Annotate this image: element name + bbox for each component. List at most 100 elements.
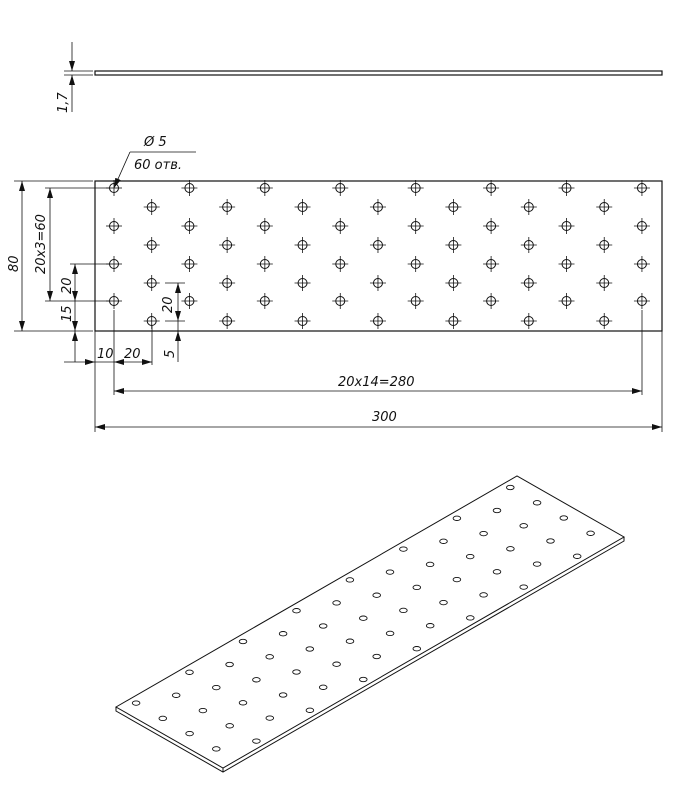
hole [294,275,311,291]
hole [181,218,198,234]
hole [445,199,462,215]
stagger-pitch-label: 20 [161,296,176,313]
iso-hole [492,569,502,575]
plate-outline [94,180,663,332]
iso-plate-edge [115,537,625,773]
hole [407,218,424,234]
hole-count-label: 60 отв. [134,158,182,173]
iso-hole [385,630,395,637]
iso-hole [318,684,328,690]
iso-hole [305,646,315,652]
hole [256,256,273,272]
iso-hole [185,669,194,675]
length-label: 300 [372,410,397,425]
iso-hole [359,615,368,621]
left-offset-label: 10 [97,347,114,362]
hole [633,218,650,234]
iso-hole [479,592,488,598]
hole [558,293,575,309]
hole [219,237,236,253]
iso-hole [399,546,408,552]
iso-hole [492,507,502,514]
hole [369,199,386,215]
iso-hole [572,553,582,559]
hole [445,313,462,329]
hole [332,293,349,309]
iso-hole [425,623,435,629]
hole [596,237,613,253]
iso-hole [292,608,301,614]
hole [483,256,500,272]
front-view: Ø 5 60 отв. 80 20x3=60 20 15 20 5 [7,135,663,432]
iso-hole [332,661,341,667]
hole [181,180,198,196]
hole [633,293,650,309]
hole [369,275,386,291]
iso-hole [318,623,328,629]
hole [520,275,537,291]
iso-hole [265,715,275,721]
iso-hole [252,738,261,744]
iso-hole [265,654,274,660]
iso-hole [212,746,221,752]
iso-hole [532,500,542,506]
hole [558,256,575,272]
iso-hole [506,484,515,491]
hole [596,199,613,215]
hole [256,218,273,234]
hole [369,313,386,329]
iso-hole [131,700,141,706]
hole [520,199,537,215]
hole [407,293,424,309]
iso-hole [345,577,355,583]
iso-hole [439,599,448,606]
thickness-label: 1,7 [56,92,71,113]
hole [294,313,311,329]
iso-hole [278,631,288,637]
hole [143,275,160,291]
iso-hole [278,692,288,698]
iso-hole [372,653,381,660]
iso-hole [412,584,422,591]
iso-hole [292,669,301,675]
iso-hole [465,553,475,560]
iso-hole [519,584,528,590]
iso-hole [519,523,528,529]
iso-hole [385,569,395,575]
hole [106,218,122,234]
hole [483,218,500,234]
iso-plate-top [114,475,626,769]
column-span-label: 20x14=280 [338,375,414,390]
iso-hole [439,538,448,544]
hole [294,199,311,215]
hole [332,180,349,196]
side-view-plate [94,70,663,76]
hole [181,293,198,309]
hole [219,275,236,291]
hole [181,256,198,272]
iso-hole [225,661,234,668]
hole [445,237,462,253]
iso-hole [198,707,208,714]
iso-hole [252,677,261,683]
hole [596,275,613,291]
iso-hole [212,684,221,691]
iso-hole [332,600,341,606]
stagger-offset-label: 5 [163,350,178,358]
iso-hole [158,715,168,722]
hole [143,237,160,253]
row-spacing-label: 20x3=60 [34,214,49,274]
iso-hole [238,700,248,706]
hole [558,218,575,234]
hole-pattern [106,180,650,329]
hole [332,256,349,272]
hole [520,313,537,329]
iso-hole [305,707,315,713]
iso-hole-pattern [131,484,595,752]
hole [633,256,650,272]
vertical-pitch-label: 20 [60,277,75,294]
iso-hole [506,546,515,552]
hole [483,180,500,196]
iso-hole [586,530,595,536]
